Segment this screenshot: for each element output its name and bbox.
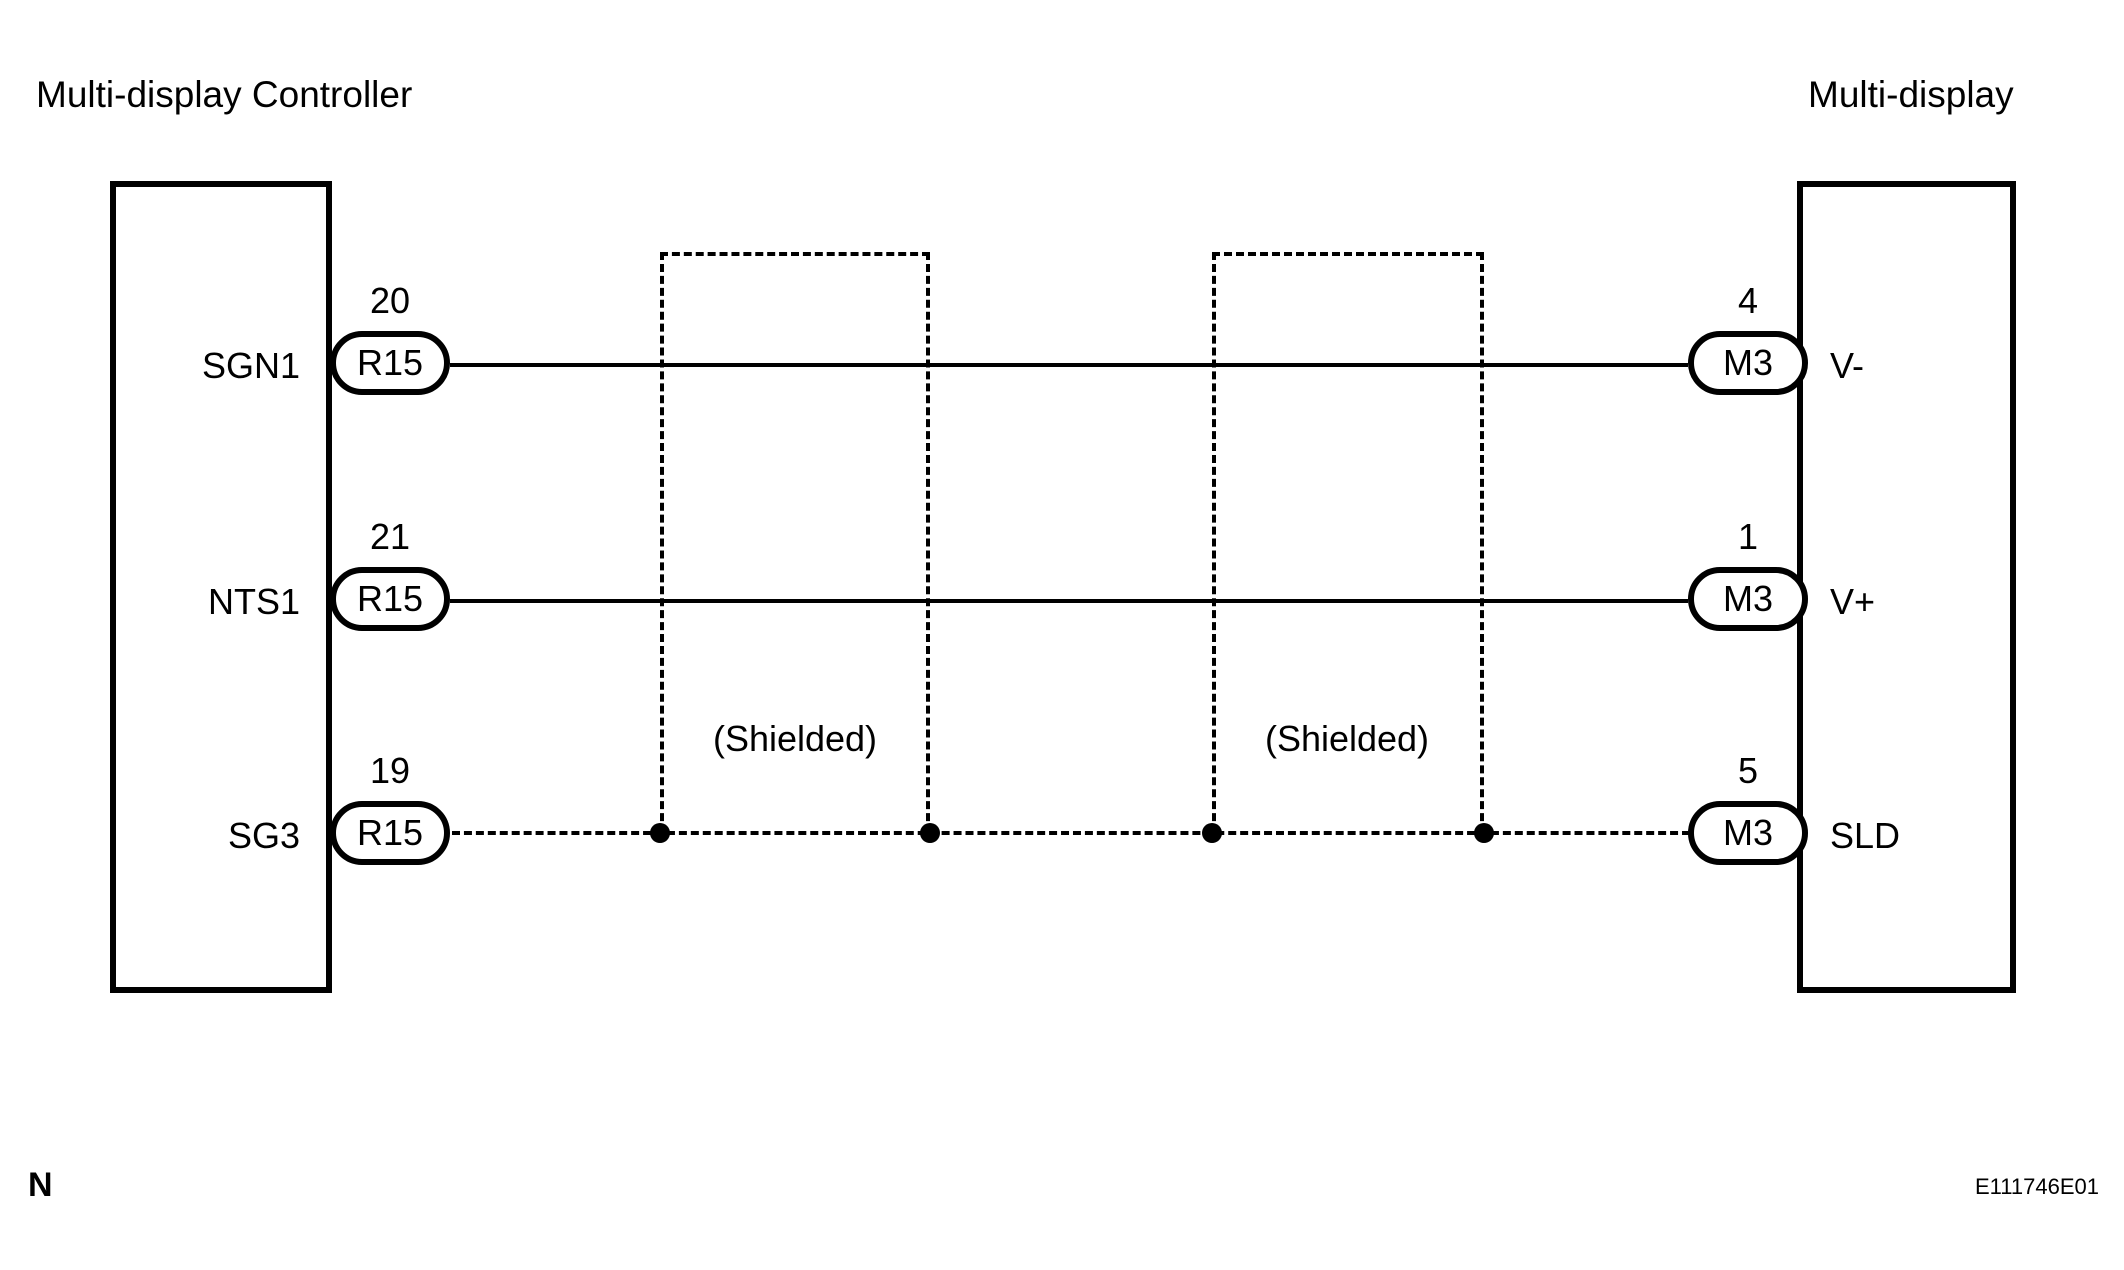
left-pin-number-2: 19 — [369, 750, 411, 791]
right-pin-number-0: 4 — [1737, 280, 1759, 321]
right-connector-oval-1: M3 — [1688, 567, 1808, 631]
left-signal-label-1: NTS1 — [207, 581, 300, 622]
left-block-title: Multi-display Controller — [36, 74, 413, 115]
wire-row-1 — [450, 599, 1688, 603]
wire-row-0 — [450, 363, 1688, 367]
right-pin-number-2: 5 — [1737, 750, 1759, 791]
left-connector-oval-0: R15 — [330, 331, 450, 395]
shield-box-1 — [660, 252, 930, 833]
right-signal-label-0: V- — [1830, 345, 1865, 386]
shield-box-2 — [1212, 252, 1484, 833]
junction-dot-3 — [1202, 823, 1222, 843]
left-connector-block — [110, 181, 332, 993]
shield-label-1: (Shielded) — [712, 718, 878, 759]
right-connector-oval-2: M3 — [1688, 801, 1808, 865]
footer-mark: N — [28, 1166, 53, 1204]
left-signal-label-0: SGN1 — [201, 345, 300, 386]
right-connector-oval-0: M3 — [1688, 331, 1808, 395]
junction-dot-4 — [1474, 823, 1494, 843]
right-signal-label-2: SLD — [1830, 815, 1901, 856]
right-block-title: Multi-display — [1808, 74, 2014, 115]
left-pin-number-0: 20 — [369, 280, 411, 321]
left-pin-number-1: 21 — [369, 516, 411, 557]
right-pin-number-1: 1 — [1737, 516, 1759, 557]
left-connector-oval-1: R15 — [330, 567, 450, 631]
reference-code: E111746E01 — [1975, 1174, 2099, 1199]
shield-label-2: (Shielded) — [1264, 718, 1430, 759]
right-signal-label-1: V+ — [1830, 581, 1876, 622]
left-connector-oval-2: R15 — [330, 801, 450, 865]
wire-row-2-shield — [452, 831, 1690, 835]
left-signal-label-2: SG3 — [227, 815, 300, 856]
junction-dot-1 — [650, 823, 670, 843]
junction-dot-2 — [920, 823, 940, 843]
